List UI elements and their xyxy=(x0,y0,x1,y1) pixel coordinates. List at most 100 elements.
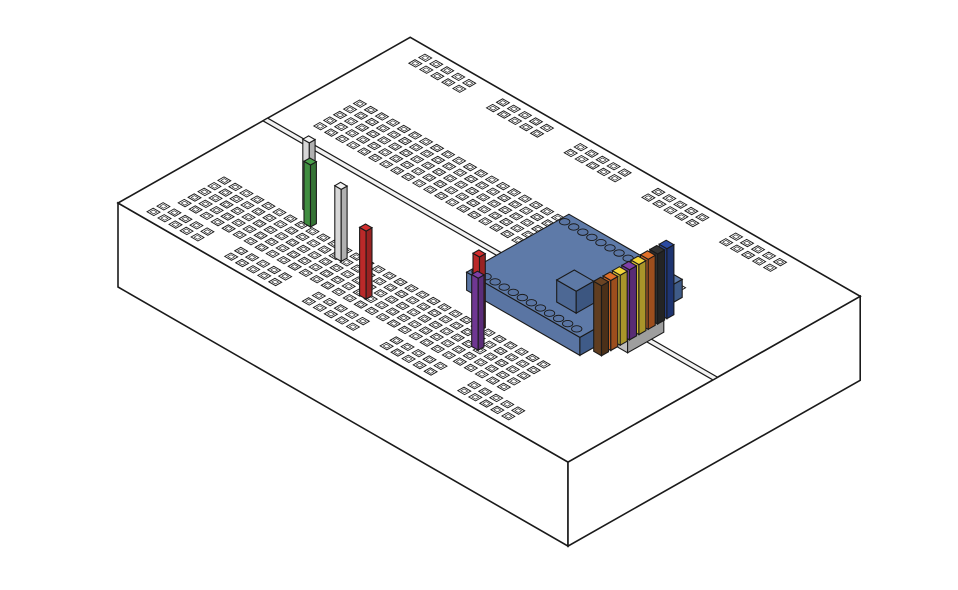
breadboard-hole-inner xyxy=(403,162,412,168)
breadboard-hole-inner xyxy=(264,203,273,209)
breadboard-hole xyxy=(373,289,389,298)
breadboard-hole xyxy=(421,173,437,182)
breadboard-hole xyxy=(286,250,302,259)
breadboard-hole xyxy=(508,212,524,221)
power-rail-hole-inner xyxy=(765,253,774,259)
breadboard-hole-inner xyxy=(316,123,325,129)
power-rail-hole xyxy=(440,78,456,87)
power-rail-hole xyxy=(379,341,395,351)
power-rail-hole xyxy=(496,110,512,119)
breadboard-hole-inner xyxy=(429,298,438,304)
breadboard-hole-inner xyxy=(370,143,379,149)
power-rail-hole-inner xyxy=(510,118,520,124)
module-pin xyxy=(534,304,547,312)
breadboard-hole xyxy=(396,313,412,323)
power-rail-hole xyxy=(740,250,756,260)
power-rail-hole xyxy=(729,244,745,253)
module-pin xyxy=(571,325,583,333)
breadboard-hole-inner xyxy=(279,257,288,263)
power-rail-hole xyxy=(344,310,360,320)
module-pin xyxy=(562,320,574,328)
breadboard-hole-inner xyxy=(367,308,376,314)
breadboard-hole xyxy=(407,131,423,140)
breadboard-hole-inner xyxy=(480,207,489,212)
power-rail-hole-inner xyxy=(465,80,474,86)
breadboard-hole xyxy=(187,193,202,202)
power-rail-hole-inner xyxy=(493,407,502,413)
breadboard-hole xyxy=(331,287,347,297)
red-wire-2-top xyxy=(471,249,487,258)
power-rail-hole xyxy=(450,72,466,82)
breadboard-hole xyxy=(493,346,509,356)
breadboard-hole-inner xyxy=(441,317,450,322)
breadboard-hole xyxy=(394,289,409,299)
breadboard-hole xyxy=(397,325,413,335)
power-rail-hole xyxy=(661,194,677,203)
breadboard-hole xyxy=(389,166,405,175)
module-pin xyxy=(543,309,556,317)
breadboard-hole xyxy=(495,181,511,191)
breadboard-hole-inner xyxy=(242,190,251,196)
breadboard-hole-inner xyxy=(463,329,472,335)
breadboard-hole xyxy=(221,224,237,233)
breadboard-hole xyxy=(429,332,445,342)
breadboard-hole-inner xyxy=(499,183,507,189)
breadboard-hole xyxy=(284,226,299,235)
breadboard-hole-inner xyxy=(488,177,496,183)
power-rail-hole-inner xyxy=(576,144,585,150)
power-rail-hole-inner xyxy=(393,350,402,355)
breadboard-hole-inner xyxy=(533,214,542,220)
breadboard-hole-inner xyxy=(221,190,230,195)
breadboard-hole-inner xyxy=(349,142,358,148)
breadboard-hole xyxy=(254,243,270,252)
power-rail-hole xyxy=(233,246,249,256)
breadboard-hole-inner xyxy=(413,157,422,162)
breadboard-hole xyxy=(229,194,244,204)
breadboard-hole-inner xyxy=(528,355,537,361)
breadboard-hole-inner xyxy=(211,195,220,201)
breadboard-hole xyxy=(375,124,391,133)
breadboard-hole xyxy=(399,160,415,170)
module-pin xyxy=(516,293,528,302)
power-rail-hole xyxy=(167,208,182,217)
breadboard-hole-inner xyxy=(407,286,416,291)
breadboard-hole xyxy=(475,193,491,202)
breadboard-hole xyxy=(372,277,387,286)
breadboard-hole xyxy=(497,205,513,215)
power-rail-hole-inner xyxy=(698,215,707,220)
power-rail-hole xyxy=(495,98,511,107)
breadboard-hole xyxy=(386,319,402,328)
breadboard-hole xyxy=(409,155,425,164)
breadboard-hole-inner xyxy=(506,343,515,348)
breadboard-hole-inner xyxy=(246,238,255,244)
breadboard-hole xyxy=(396,124,412,134)
breadboard-hole-inner xyxy=(523,220,532,225)
breadboard-hole-inner xyxy=(388,120,398,125)
power-rail-hole-inner xyxy=(655,201,664,207)
power-rail-hole xyxy=(189,221,204,230)
power-rail-hole-inner xyxy=(422,67,431,73)
breadboard-hole xyxy=(330,275,346,285)
power-rail-hole-inner xyxy=(471,394,480,400)
breadboard-hole-inner xyxy=(529,367,538,373)
breadboard-hole-inner xyxy=(477,171,486,176)
power-rail-hole-inner xyxy=(776,259,785,265)
breadboard-hole-inner xyxy=(286,216,295,221)
breadboard-hole xyxy=(386,130,402,139)
power-rail-hole-inner xyxy=(510,106,518,112)
breadboard-hole xyxy=(219,200,234,209)
breadboard-hole xyxy=(440,339,456,348)
breadboard-hole-inner xyxy=(462,317,471,323)
breadboard-hole xyxy=(506,377,522,386)
breadboard-hole-inner xyxy=(415,180,424,186)
power-rail-hole-inner xyxy=(149,209,158,215)
breadboard-hole-inner xyxy=(517,349,526,354)
power-rail-hole-inner xyxy=(160,215,169,221)
breadboard-hole-inner xyxy=(367,107,376,113)
power-rail-hole xyxy=(439,66,455,75)
breadboard-hole xyxy=(241,212,256,222)
breadboard-hole-inner xyxy=(459,206,468,211)
power-rail-hole xyxy=(728,232,744,241)
power-rail-hole-inner xyxy=(426,369,435,374)
breadboard-hole-inner xyxy=(447,188,456,193)
